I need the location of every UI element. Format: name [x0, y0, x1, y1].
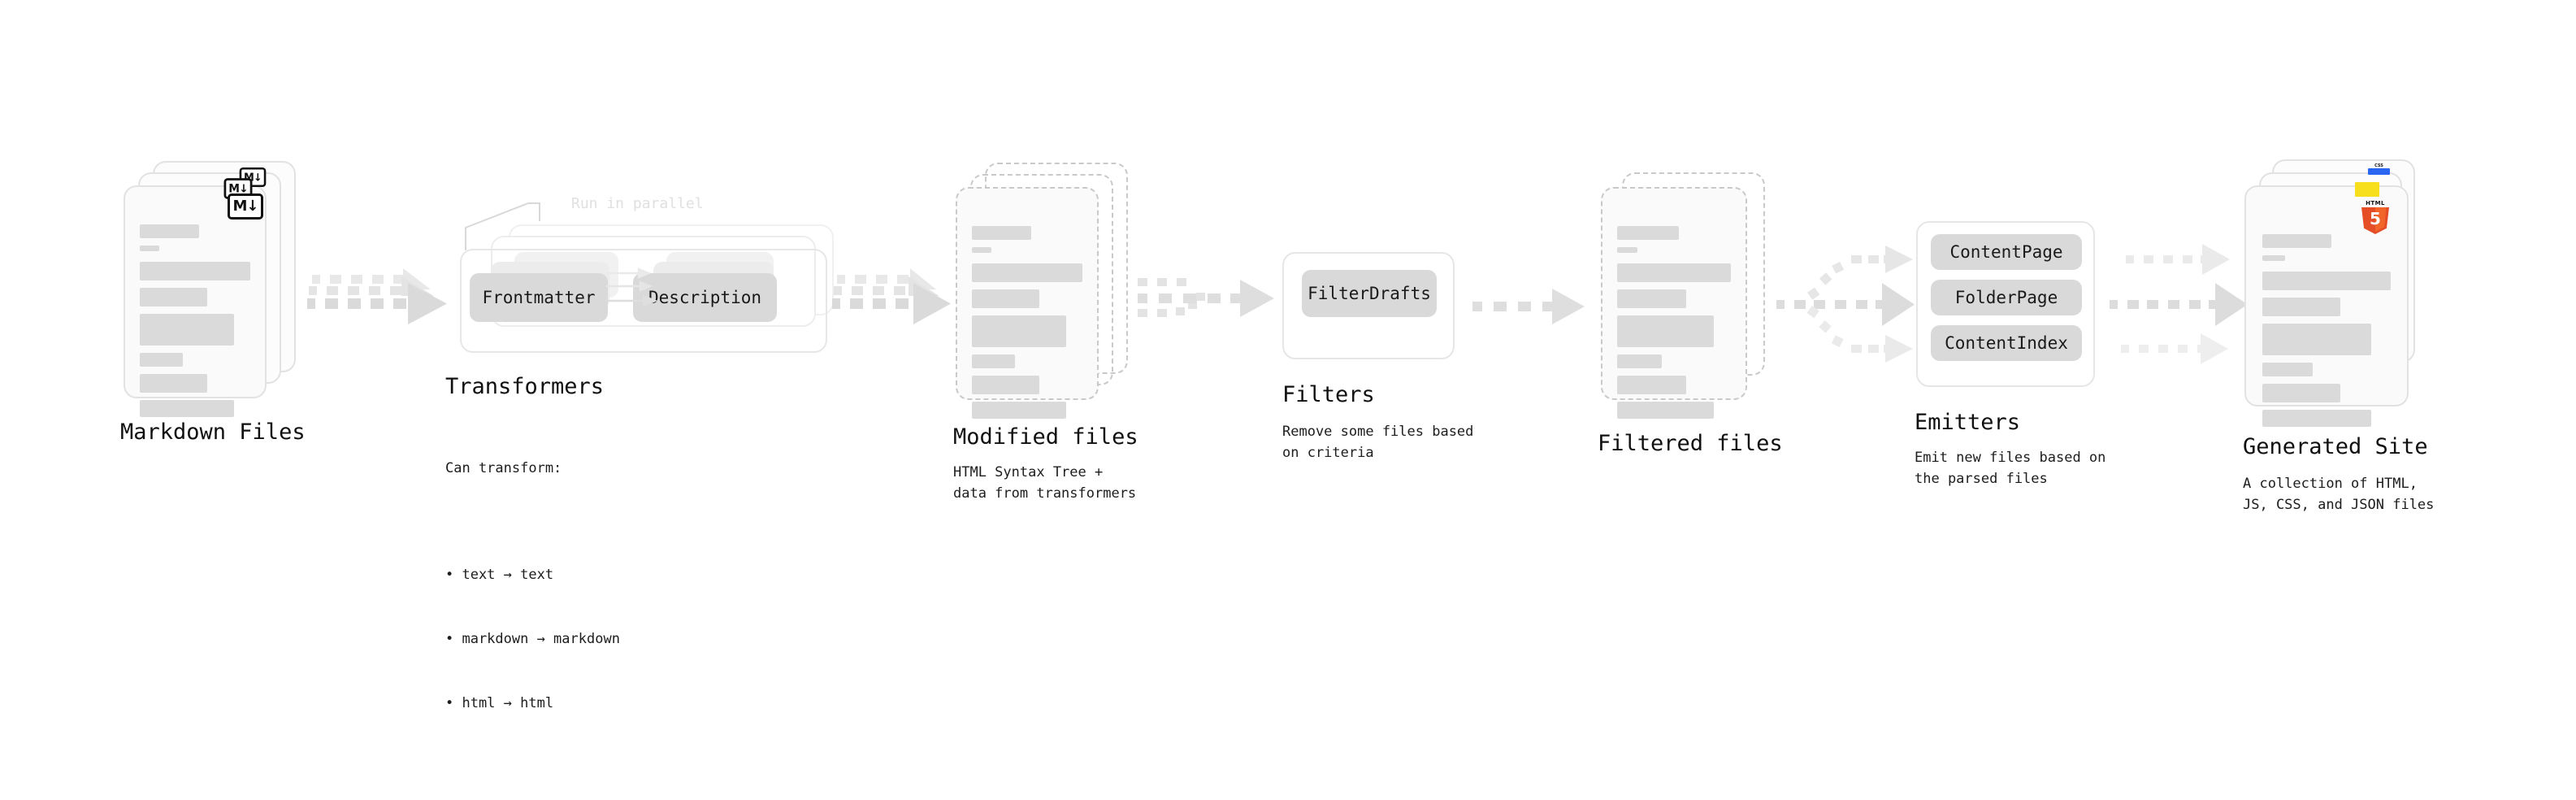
modified-file-stack [956, 163, 1128, 419]
document-card-front [124, 185, 267, 417]
markdown-file-stack: M↓ M↓ M↓ [124, 161, 296, 417]
skeleton-line [972, 354, 1016, 368]
emitter-pill-folderpage[interactable]: FolderPage [1931, 280, 2082, 315]
list-item: • text → text [445, 567, 554, 584]
skeleton-line [140, 374, 207, 393]
run-in-parallel-label: Run in parallel [571, 195, 704, 212]
skeleton-line [140, 314, 234, 346]
connector-transformers-to-modified [832, 268, 951, 324]
document-skeleton-lines [140, 224, 250, 417]
run-in-parallel-bracket [465, 202, 540, 250]
markdown-icon-arrow: ↓ [254, 170, 262, 184]
skeleton-line [2262, 272, 2391, 290]
connector-filtered-to-emitters [1776, 246, 1915, 363]
emitter-pill-contentpage[interactable]: ContentPage [1931, 234, 2082, 270]
modified-files-description: HTML Syntax Tree + data from transformer… [953, 464, 1137, 502]
markdown-icon-arrow: ↓ [239, 181, 249, 195]
transformer-box-front [460, 249, 827, 353]
skeleton-line [2262, 324, 2372, 355]
html5-icon-wordmark: HTML [2366, 200, 2385, 207]
document-skeleton-lines [972, 226, 1082, 419]
skeleton-line [2262, 363, 2313, 376]
skeleton-line [140, 353, 184, 367]
transform-list: • text → text • markdown → markdown • ht… [445, 522, 620, 758]
skeleton-line [2262, 384, 2341, 402]
html5-icon-shield-inner [2375, 207, 2387, 233]
markdown-icon-letter: M [232, 198, 247, 215]
page-title: Modified files [953, 424, 1138, 450]
skeleton-line [140, 288, 207, 307]
emitters-description: Emit new files based on the parsed files [1915, 450, 2106, 488]
skeleton-line [972, 226, 1032, 240]
skeleton-line [2262, 298, 2341, 316]
pipeline-diagram: M↓ M↓ M↓ Markdown Files Run in parallel [120, 159, 2435, 711]
transformer-pill-frontmatter[interactable]: Frontmatter [470, 273, 608, 322]
filtered-file-stack [1601, 172, 1773, 419]
generated-site-description: A collection of HTML, JS, CSS, and JSON … [2243, 476, 2435, 514]
skeleton-line [972, 247, 992, 253]
skeleton-line [2262, 410, 2372, 427]
skeleton-line [1617, 354, 1662, 368]
document-skeleton-lines [1617, 226, 1731, 419]
skeleton-line [1617, 402, 1714, 419]
page-title: Transformers [445, 374, 605, 399]
document-skeleton-lines [2262, 234, 2391, 427]
emitter-pill-contentindex[interactable]: ContentIndex [1931, 325, 2082, 361]
skeleton-line [1617, 376, 1687, 394]
skeleton-line [1617, 226, 1679, 240]
js-icon [2355, 182, 2379, 197]
html5-icon-digit: 5 [2370, 209, 2381, 228]
css-icon-wordmark: CSS [2374, 163, 2383, 168]
skeleton-line [1617, 247, 1638, 253]
skeleton-line [140, 246, 160, 251]
list-item: • markdown → markdown [445, 631, 620, 648]
skeleton-line [972, 376, 1039, 394]
html5-icon: HTML 5 [2361, 200, 2389, 234]
connector-emitters-to-site [2110, 244, 2248, 364]
skeleton-line [1617, 263, 1731, 282]
generated-site-stack: CSS HTML 5 [2244, 159, 2417, 427]
skeleton-line [140, 224, 200, 238]
transformer-internal-arrows [606, 267, 658, 307]
skeleton-line [972, 263, 1082, 282]
transformer-pill-description[interactable]: Description [633, 273, 777, 322]
document-card-front [1601, 187, 1747, 419]
page-title: Markdown Files [120, 420, 306, 445]
skeleton-line [140, 400, 234, 417]
skeleton-line [972, 315, 1066, 347]
markdown-icon-letter: M [228, 181, 240, 195]
skeleton-line [1617, 315, 1714, 347]
skeleton-line [972, 402, 1066, 419]
page-title: Emitters [1915, 410, 2021, 435]
skeleton-line [2262, 234, 2332, 248]
skeleton-line [140, 262, 250, 280]
skeleton-line [972, 289, 1039, 308]
css-icon: CSS [2368, 163, 2390, 175]
transformers-description: Can transform: • text → text • markdown … [445, 415, 620, 800]
can-transform-heading: Can transform: [445, 459, 562, 476]
document-card-front [956, 187, 1099, 419]
connector-modified-to-filters [1138, 278, 1274, 317]
connector-filters-to-filtered [1472, 289, 1585, 324]
list-item: • html → html [445, 695, 554, 712]
page-title: Filters [1282, 382, 1375, 407]
page-title: Generated Site [2243, 434, 2428, 459]
skeleton-line [1617, 289, 1687, 308]
page-title: Filtered files [1598, 431, 1783, 456]
markdown-icon: M↓ [228, 193, 263, 220]
connector-markdown-to-transformers [307, 268, 447, 324]
filters-description: Remove some files based on criteria [1282, 424, 1474, 462]
markdown-icon-arrow: ↓ [246, 198, 258, 215]
filter-pill-filterdrafts[interactable]: FilterDrafts [1302, 270, 1437, 317]
skeleton-line [2262, 255, 2286, 261]
